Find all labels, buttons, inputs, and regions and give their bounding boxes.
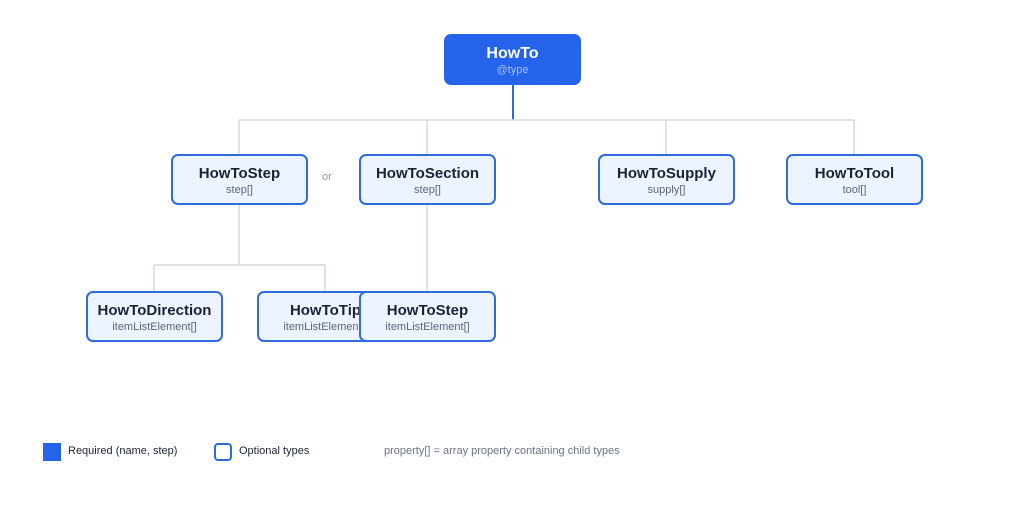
node-howto-tool-title: HowToTool bbox=[814, 165, 895, 182]
legend-optional-swatch bbox=[214, 443, 232, 461]
node-howto-direction: HowToDirection itemListElement[] bbox=[86, 291, 223, 342]
node-section-howto-step-prop: itemListElement[] bbox=[385, 321, 470, 333]
legend-optional-label: Optional types bbox=[239, 445, 310, 457]
node-howto-tip-prop: itemListElement[] bbox=[283, 321, 368, 333]
legend-required-swatch bbox=[43, 443, 61, 461]
legend-required-label: Required (name, step) bbox=[68, 445, 178, 457]
or-label: or bbox=[322, 171, 332, 183]
node-howto-supply-prop: supply[] bbox=[647, 184, 686, 196]
node-howto-section: HowToSection step[] bbox=[359, 154, 496, 205]
node-howto-tip-title: HowToTip bbox=[289, 302, 362, 319]
node-howto-direction-title: HowToDirection bbox=[97, 302, 212, 319]
node-section-howto-step-title: HowToStep bbox=[386, 302, 469, 319]
node-howto-section-title: HowToSection bbox=[375, 165, 480, 182]
legend-note: property[] = array property containing c… bbox=[384, 445, 620, 457]
node-section-howto-step: HowToStep itemListElement[] bbox=[359, 291, 496, 342]
node-howto-step-title: HowToStep bbox=[198, 165, 281, 182]
node-howto-direction-prop: itemListElement[] bbox=[112, 321, 197, 333]
node-howto-step-prop: step[] bbox=[226, 184, 253, 196]
node-howto-step: HowToStep step[] bbox=[171, 154, 308, 205]
node-howto-tool-prop: tool[] bbox=[842, 184, 867, 196]
node-howto-section-prop: step[] bbox=[414, 184, 441, 196]
node-howto-supply-title: HowToSupply bbox=[617, 165, 716, 182]
node-howto-tool: HowToTool tool[] bbox=[786, 154, 923, 205]
node-howto: HowTo @type bbox=[444, 34, 581, 85]
node-howto-title: HowTo bbox=[486, 45, 539, 62]
node-howto-prop: @type bbox=[496, 64, 529, 76]
node-howto-supply: HowToSupply supply[] bbox=[598, 154, 735, 205]
